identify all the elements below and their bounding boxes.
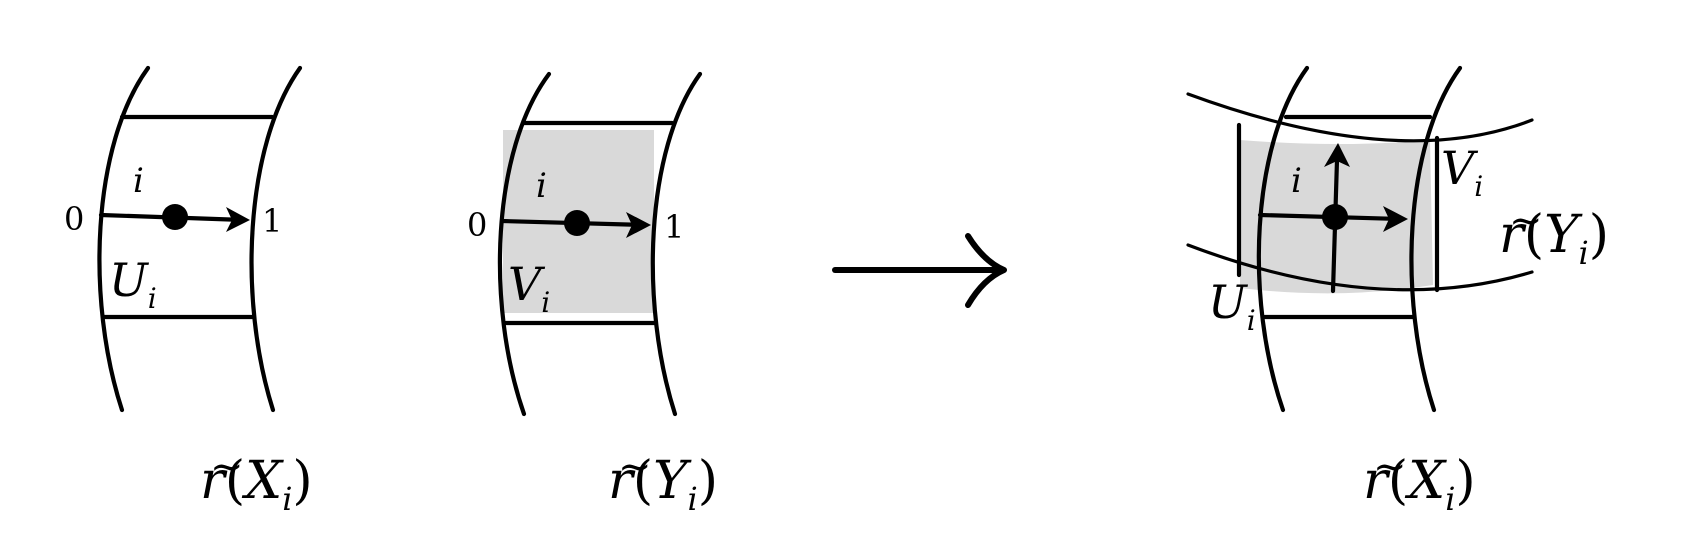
arrow-head-vertical	[1324, 143, 1350, 167]
center-dot	[162, 204, 188, 230]
svg-text:~: ~	[618, 444, 652, 490]
region-label-u: Ui	[1208, 275, 1256, 337]
svg-text:~: ~	[210, 444, 244, 490]
svg-text:~: ~	[1509, 198, 1543, 244]
caption-left: ~ r(Xi)	[200, 444, 313, 518]
caption-right: ~ r(Xi)	[1363, 444, 1476, 518]
strip-right-edge	[249, 65, 303, 413]
label-one: 1	[664, 208, 684, 246]
center-dot	[1322, 204, 1348, 230]
panel-right: i Ui Vi ~ r(Yi) ~ r(Xi)	[1186, 65, 1609, 518]
caption-middle: ~ r(Yi)	[608, 444, 718, 518]
svg-text:r(Xi): r(Xi)	[1363, 451, 1476, 518]
svg-text:r(Yi): r(Yi)	[1499, 205, 1609, 272]
region-label-v: Vi	[1441, 141, 1483, 203]
label-i: i	[536, 166, 547, 206]
svg-text:~: ~	[1373, 444, 1407, 490]
svg-text:r(Yi): r(Yi)	[608, 451, 718, 518]
strip-right-edge	[650, 71, 703, 417]
label-i: i	[133, 161, 144, 201]
side-caption-y: ~ r(Yi)	[1499, 198, 1609, 272]
panel-left: 0 1 i Ui ~ r(Xi)	[64, 65, 313, 518]
label-i: i	[1291, 161, 1302, 201]
y-strip-top-edge	[1186, 92, 1534, 143]
strip-left-edge	[1256, 65, 1310, 413]
center-dot	[564, 210, 590, 236]
label-zero: 0	[467, 206, 487, 244]
region-label-v: Vi	[508, 257, 550, 319]
label-one: 1	[262, 202, 282, 240]
label-zero: 0	[64, 200, 84, 238]
strip-left-edge	[97, 65, 151, 413]
arrow-head	[626, 212, 651, 238]
arrow-head-horizontal	[1383, 206, 1408, 232]
maps-to-arrow	[832, 233, 1007, 308]
region-label-u: Ui	[109, 253, 157, 315]
svg-text:r(Xi): r(Xi)	[200, 451, 313, 518]
panel-middle: 0 1 i Vi ~ r(Yi)	[467, 71, 718, 518]
strip-right-edge	[1409, 65, 1463, 413]
strip-left-edge	[497, 71, 552, 417]
arrow-head	[226, 207, 250, 232]
